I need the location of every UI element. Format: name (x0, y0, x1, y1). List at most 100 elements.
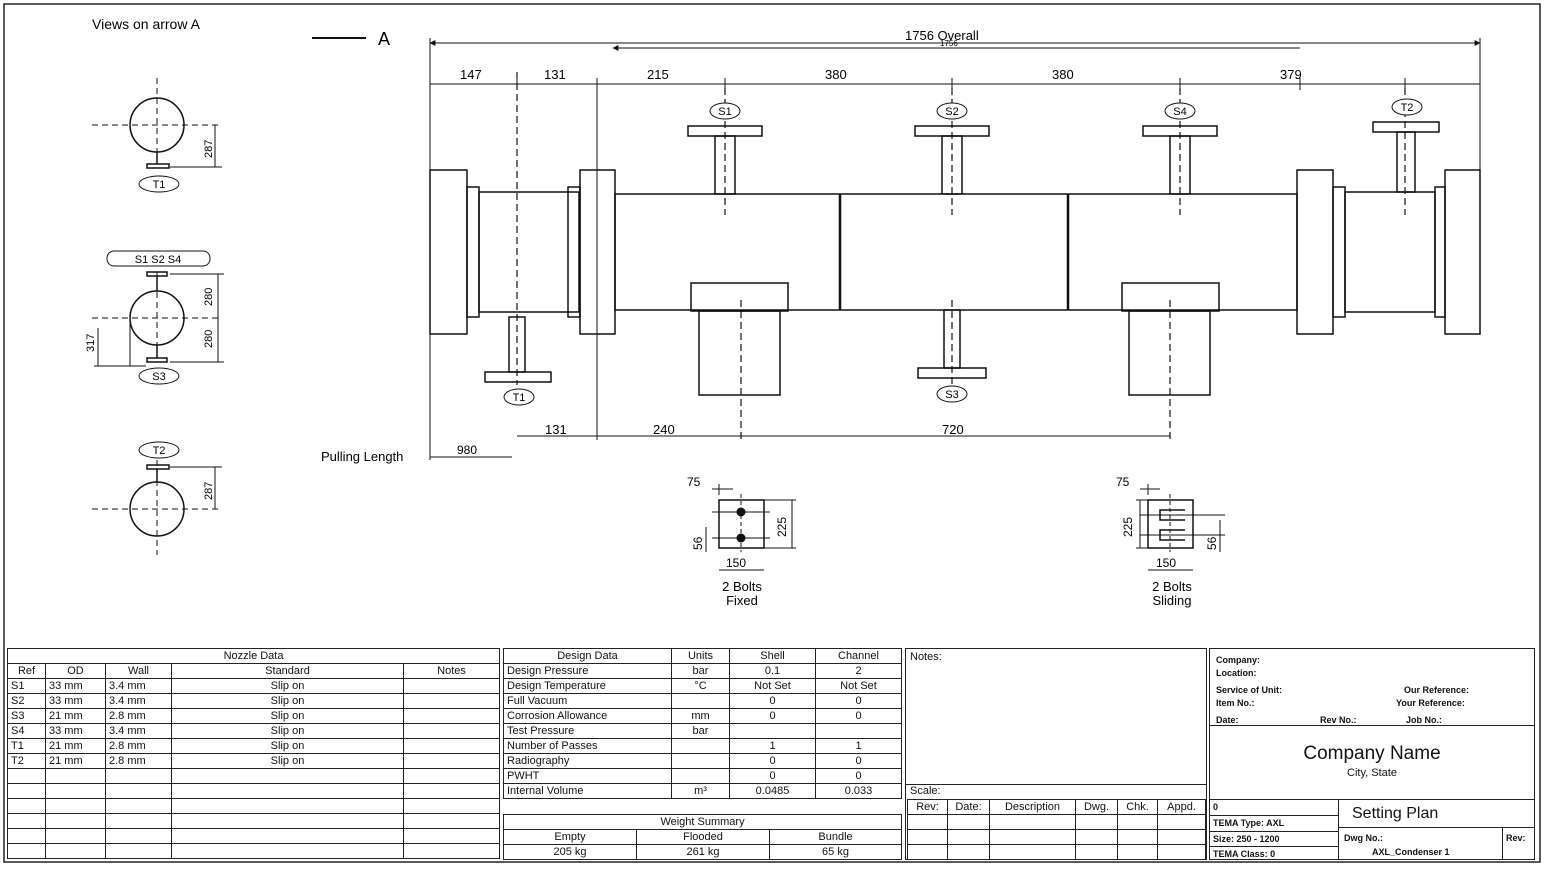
nozzle-cell (7, 798, 46, 814)
tb-rev-no: Rev No.: (1320, 715, 1357, 725)
nozzle-cell (171, 768, 404, 784)
nozzle-cell: T1 (7, 738, 46, 754)
t1-dim: 287 (203, 140, 215, 158)
fixed-w: 75 (687, 475, 701, 489)
nozzle-cell (105, 828, 172, 844)
nozzle-cell (402, 723, 501, 739)
nozzle-cell (105, 783, 172, 799)
nozzle-cell (402, 738, 501, 754)
weight-bundle-value: 65 kg (768, 844, 903, 860)
table-row (7, 783, 501, 799)
nozzle-s3-tag (936, 385, 968, 403)
pulling-length-value: 980 (457, 443, 477, 457)
centerlines (516, 72, 1406, 440)
nozzle-cell: 2.8 mm (105, 738, 172, 754)
notes-label: Notes: (910, 651, 942, 663)
weight-empty-value: 205 kg (503, 844, 637, 860)
nozzle-cell (7, 783, 46, 799)
design-cell: Full Vacuum (503, 693, 672, 709)
design-cell: PWHT (503, 768, 672, 784)
pulling-length-label: Pulling Length (321, 449, 403, 464)
design-cell: °C (671, 678, 730, 694)
tb-company: Company: (1216, 655, 1261, 665)
dim-131: 131 (544, 67, 566, 82)
nozzle-t2-tag (1391, 98, 1423, 116)
s-dim-bottom: 280 (203, 330, 215, 348)
nozzle-cell: Slip on (171, 708, 404, 724)
design-cell: 2 (815, 663, 902, 679)
tb-dwg-no-label: Dwg No.: (1344, 833, 1383, 843)
design-cell: 0 (729, 768, 816, 784)
design-cell (671, 768, 730, 784)
side-s-label: S1 S2 S4 (135, 254, 181, 266)
views-title: Views on arrow A (92, 16, 201, 32)
nozzle-s1-tag (709, 102, 741, 120)
title-block: Company: Location: Service of Unit: Our … (1209, 648, 1535, 860)
design-cell: 1 (815, 738, 902, 754)
fixed-h: 225 (775, 517, 789, 537)
scale-label: Scale: (910, 785, 941, 797)
table-row (7, 828, 501, 844)
tb-our-ref: Our Reference: (1404, 685, 1470, 695)
design-cell: 0 (729, 708, 816, 724)
nozzle-s2-label: S2 (945, 106, 958, 118)
dimension-chain (429, 78, 1480, 90)
dim-bottom-131: 131 (545, 422, 567, 437)
nozzle-cell (402, 783, 501, 799)
table-row (7, 843, 501, 859)
weight-flooded-value: 261 kg (636, 844, 770, 860)
tb-tema-type: TEMA Type: AXL (1213, 818, 1285, 828)
nozzle-cell (402, 768, 501, 784)
design-cell: 0 (729, 693, 816, 709)
nozzle-cell (402, 798, 501, 814)
nozzle-cell (402, 753, 501, 769)
nozzle-cell (402, 843, 501, 859)
revision-header-cell: Dwg. (1075, 799, 1118, 815)
saddle-fixed-detail (705, 484, 796, 571)
nozzle-cell: S3 (7, 708, 46, 724)
design-cell: Corrosion Allowance (503, 708, 672, 724)
nozzle-cell: Slip on (171, 753, 404, 769)
nozzle-cell: 21 mm (45, 753, 106, 769)
nozzle-cell: S1 (7, 678, 46, 694)
tb-size: Size: 250 - 1200 (1213, 834, 1280, 844)
design-header-cell: Shell (729, 648, 816, 664)
design-header-cell: Design Data (503, 648, 672, 664)
design-cell: 0 (729, 753, 816, 769)
design-cell: Design Temperature (503, 678, 672, 694)
design-cell: bar (671, 723, 730, 739)
nozzle-t1-label: T1 (513, 392, 526, 404)
design-cell: 1 (729, 738, 816, 754)
nozzle-cell (105, 843, 172, 859)
nozzle-cell (45, 813, 106, 829)
nozzle-cell: 3.4 mm (105, 693, 172, 709)
nozzle-cell (7, 768, 46, 784)
revision-header-cell: Chk. (1117, 799, 1158, 815)
nozzle-cell (45, 843, 106, 859)
table-row (7, 813, 501, 829)
nozzle-cell (45, 798, 106, 814)
sliding-type: Sliding (1152, 593, 1191, 608)
sliding-bolts: 2 Bolts (1152, 579, 1192, 594)
tb-dwg-no: AXL_Condenser 1 (1372, 847, 1450, 857)
t2-dim: 287 (203, 482, 215, 500)
dim-215: 215 (647, 67, 669, 82)
tb-rev-zero: 0 (1213, 802, 1219, 812)
dim-380-b: 380 (1052, 67, 1074, 82)
design-header-cell: Units (671, 648, 730, 664)
nozzle-cell (105, 813, 172, 829)
nozzle-cell: 33 mm (45, 678, 106, 694)
top-nozzles (687, 121, 1440, 195)
dim-bottom-720: 720 (942, 422, 964, 437)
revision-header-cell: Appd. (1157, 799, 1206, 815)
nozzle-cell: 3.4 mm (105, 723, 172, 739)
nozzle-cell: T2 (7, 753, 46, 769)
design-cell (671, 753, 730, 769)
overall-dim-sub: 1756 (940, 39, 958, 48)
